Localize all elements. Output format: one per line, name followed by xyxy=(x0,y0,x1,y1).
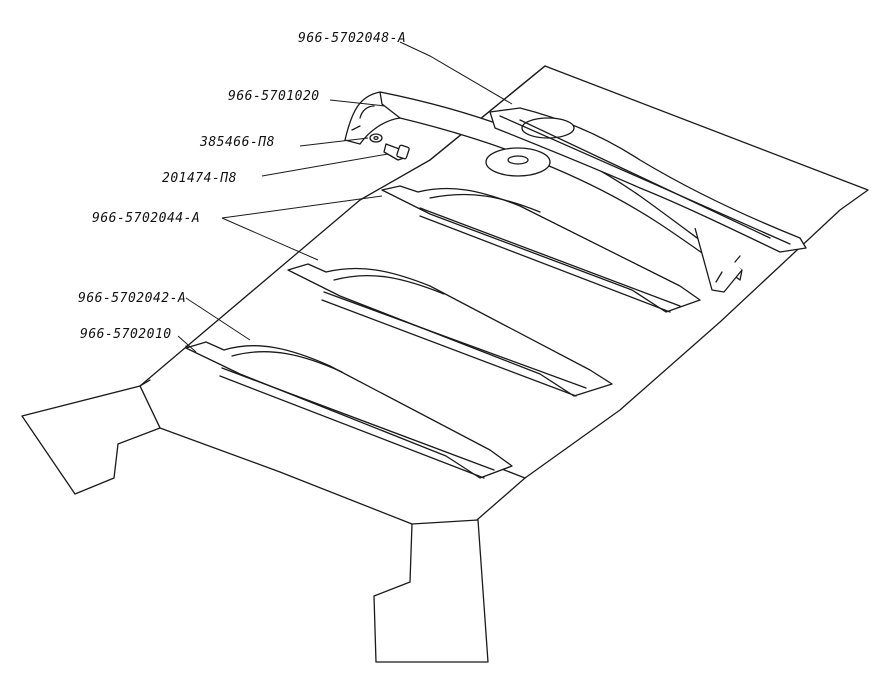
label-966-5702044-a: 966-5702044-А xyxy=(92,211,200,226)
rear-arch-966-5702048-a xyxy=(485,107,807,253)
label-385466-p8: 385466-П8 xyxy=(199,135,275,150)
middle-bow-966-5702044-a-upper xyxy=(381,185,701,313)
leader-lines xyxy=(177,41,513,353)
label-201474-p8: 201474-П8 xyxy=(162,171,237,186)
label-966-5701020: 966-5701020 xyxy=(228,89,320,104)
label-966-5702048-a: 966-5702048-А xyxy=(298,31,406,46)
roof-panel-966-5702010 xyxy=(21,65,869,663)
middle-bow-966-5702044-a-lower xyxy=(287,263,613,397)
front-bow-966-5702042-a xyxy=(185,341,513,479)
rear-bow-966-5701020 xyxy=(344,91,743,293)
part-callouts: 966-5702048-А 966-5701020 385466-П8 2014… xyxy=(78,31,406,342)
label-966-5702042-a: 966-5702042-А xyxy=(78,291,186,306)
bolt-201474-p8 xyxy=(383,143,410,161)
label-966-5702010: 966-5702010 xyxy=(80,327,172,342)
washer-385466-p8 xyxy=(369,133,383,143)
